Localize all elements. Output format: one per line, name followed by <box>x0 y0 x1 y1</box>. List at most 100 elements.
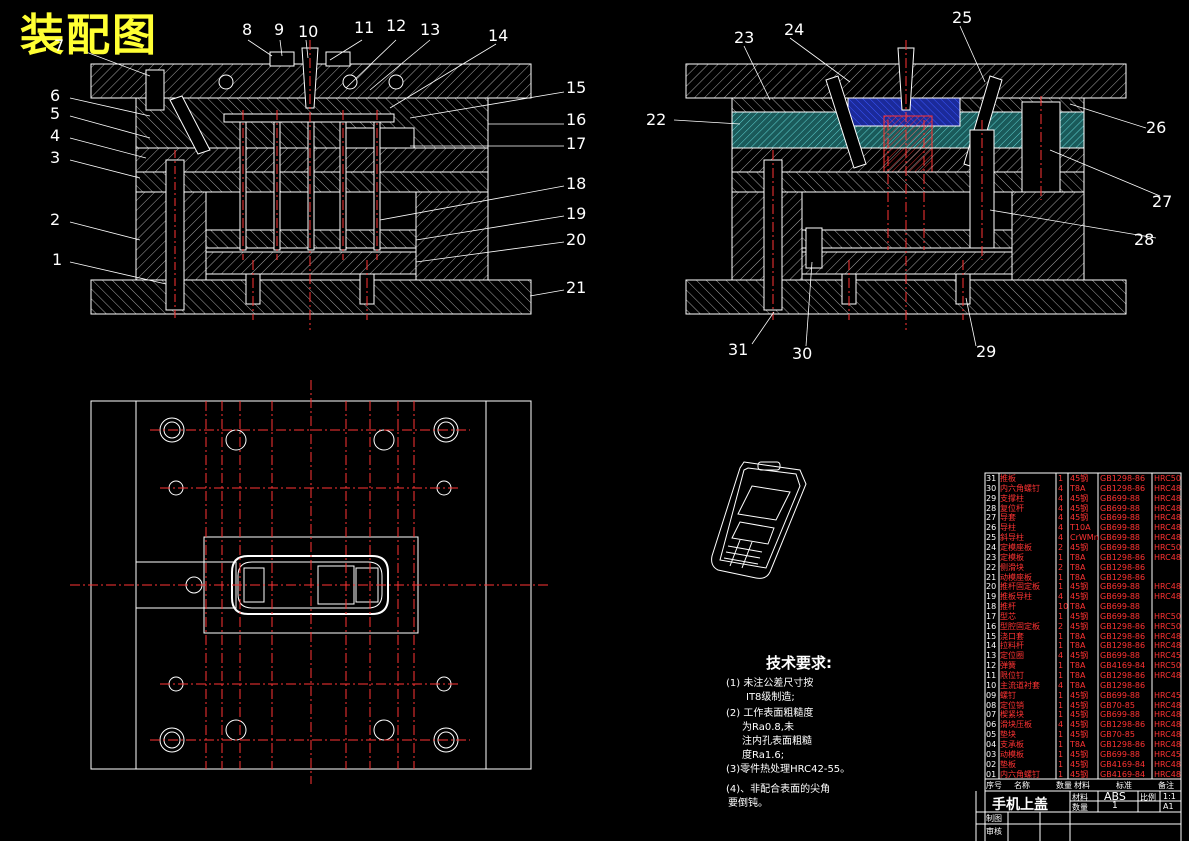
bom-cell: 1 <box>1058 769 1064 779</box>
bom-cell: 斜导柱 <box>1000 533 1024 543</box>
bom-cell: HRC48 <box>1154 513 1181 523</box>
bom-cell: 1 <box>1058 739 1064 749</box>
callout-30: 30 <box>792 344 813 363</box>
bom-cell: 4 <box>1058 592 1064 602</box>
bom-cell: 45钢 <box>1070 493 1089 503</box>
bottom-clamp-plate <box>90 279 532 315</box>
bom-cell: 15 <box>986 631 997 641</box>
bom-cell: 11 <box>986 671 997 680</box>
bom-cell: 27 <box>986 513 997 523</box>
bom-cell: HRC48 <box>1154 533 1181 543</box>
bom-cell: HRC45 <box>1154 690 1181 700</box>
bom-cell: 支撑柱 <box>1000 493 1024 503</box>
callout-11: 11 <box>354 18 375 37</box>
bom-cell: GB699-88 <box>1100 592 1141 602</box>
bom-cell: HRC50 <box>1154 661 1181 671</box>
callout-13: 13 <box>420 20 441 39</box>
callout-26: 26 <box>1146 118 1167 137</box>
bom-cell: 30 <box>986 483 997 493</box>
bom-cell: HRC48 <box>1154 720 1181 730</box>
bom-cell: 推杆固定板 <box>1000 582 1040 592</box>
bom-cell: HRC45 <box>1154 749 1181 759</box>
callout-2: 2 <box>50 210 61 229</box>
bom-cell: T8A <box>1070 680 1086 690</box>
bom-cell: 4 <box>1058 720 1064 730</box>
drafter-label: 制图 <box>986 814 1002 823</box>
bom-cell: 45钢 <box>1070 700 1089 710</box>
bom-cell: 推板 <box>1000 474 1016 483</box>
bom-cell: 4 <box>1058 503 1064 513</box>
bom-cell: 定位圈 <box>1000 651 1024 661</box>
bom-cell: 26 <box>986 523 997 533</box>
bom-cell: 01 <box>986 769 997 779</box>
callout-5: 5 <box>50 104 61 123</box>
tech-req-line: 要倒钝。 <box>728 798 768 809</box>
bom-cell: 04 <box>986 739 997 749</box>
bom-cell: GB1298-86 <box>1100 552 1146 562</box>
callout-9: 9 <box>274 20 285 39</box>
bom-cell: GB1298-86 <box>1100 621 1146 631</box>
bom-cell: 导柱 <box>1000 523 1016 533</box>
bom-cell: 20 <box>986 582 997 592</box>
bom-cell: HRC48 <box>1154 671 1181 680</box>
bom-cell: 1 <box>1058 474 1064 483</box>
bom-cell: 限位钉 <box>1000 671 1024 680</box>
bom-cell: HRC48 <box>1154 700 1181 710</box>
bom-cell: GB699-88 <box>1100 533 1141 543</box>
bom-cell: 推杆 <box>1000 602 1016 612</box>
bom-cell: 滑块压板 <box>1000 720 1032 730</box>
bom-cell: HRC50 <box>1154 542 1181 552</box>
bom-cell: 10 <box>986 680 997 690</box>
bom-cell: HRC50 <box>1154 474 1181 483</box>
bom-cell: GB699-88 <box>1100 690 1141 700</box>
bom-cell: 45钢 <box>1070 759 1089 769</box>
bom-cell: 导套 <box>1000 513 1016 523</box>
right-section-view <box>673 25 1161 347</box>
bom-cell: GB4169-84 <box>1100 759 1146 769</box>
bom-cell: GB4169-84 <box>1100 661 1146 671</box>
bom-cell: 浇口套 <box>1000 631 1024 641</box>
bom-cell: 29 <box>986 493 997 503</box>
bom-cell: GB699-88 <box>1100 602 1141 612</box>
bom-cell: 16 <box>986 621 997 631</box>
bom-cell: 03 <box>986 749 997 759</box>
bom-cell: HRC48 <box>1154 759 1181 769</box>
bom-cell: T8A <box>1070 739 1086 749</box>
bom-cell: 23 <box>986 552 997 562</box>
tech-req-line: (1) 未注公差尺寸按 <box>726 678 814 689</box>
bom-cell: GB699-88 <box>1100 542 1141 552</box>
callout-21: 21 <box>566 278 587 297</box>
callout-20: 20 <box>566 230 587 249</box>
bom-cell: GB1298-86 <box>1100 631 1146 641</box>
bom-cell: HRC48 <box>1154 769 1181 779</box>
bom-cell: 1 <box>1058 759 1064 769</box>
bom-cell: HRC48 <box>1154 592 1181 602</box>
callout-28: 28 <box>1134 230 1155 249</box>
bom-cell: 弹簧 <box>1000 661 1016 671</box>
bom-cell: GB1298-86 <box>1100 572 1146 582</box>
tech-req-line: 注内孔表面粗糙 <box>742 736 812 747</box>
bom-cell: 定模座板 <box>1000 542 1032 552</box>
bom-cell: 1 <box>1058 611 1064 621</box>
bom-cell: 45钢 <box>1070 730 1089 740</box>
bom-cell: 4 <box>1058 493 1064 503</box>
left-section-view <box>69 39 565 330</box>
bom-cell: 定位销 <box>1000 700 1024 710</box>
quantity-label: 数量 <box>1072 803 1088 812</box>
bom-cell: 螺钉 <box>1000 690 1016 700</box>
callout-25: 25 <box>952 8 973 27</box>
bom-cell: 17 <box>986 611 997 621</box>
bom-cell: 4 <box>1058 680 1064 690</box>
bom-cell: T8A <box>1070 631 1086 641</box>
bom-cell: HRC48 <box>1154 483 1181 493</box>
bom-cell: 02 <box>986 759 997 769</box>
